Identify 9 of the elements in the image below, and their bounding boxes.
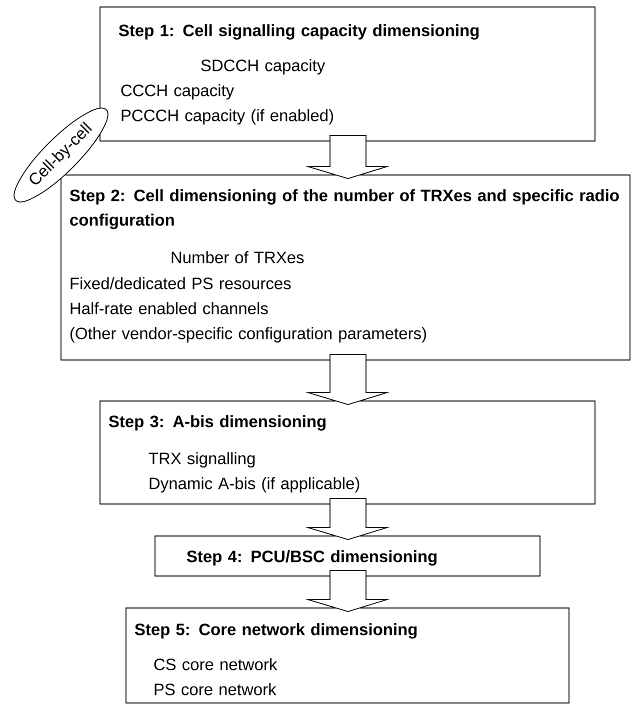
block-arrow <box>304 498 390 540</box>
step-box: Step 1: Cell signalling capacity dimensioning SDCCH capacity CCCH capacity PCCCH capacity (if enabled) <box>100 6 596 142</box>
step-box: Step 3: A-bis dimensioning TRX signalling Dynamic A-bis (if applicable) <box>100 400 596 504</box>
block-arrow <box>304 135 390 180</box>
step-box: Step 4: PCU/BSC dimensioning <box>154 536 540 576</box>
step-box: Step 5: Core network dimensioning CS core network PS core network <box>126 608 570 704</box>
block-arrow <box>304 570 390 612</box>
block-arrow <box>304 354 390 406</box>
step-box: Step 2: Cell dimensioning of the number of TRXes and specific radio configuration Number of TRXes Fixed/dedicated PS resources Half-rate enabled channels (Other vendor-specific configuration parameters) <box>60 174 630 360</box>
